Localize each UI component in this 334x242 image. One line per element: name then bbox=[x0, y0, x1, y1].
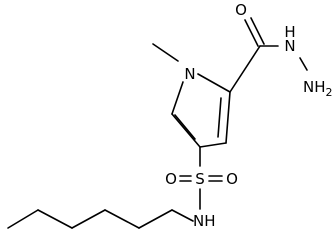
atom-sulfur: S bbox=[195, 170, 205, 188]
bond-nitrogen-hexyl bbox=[171, 209, 194, 222]
bond-hexyl-5 bbox=[7, 209, 39, 229]
atom-ring-nitrogen: N bbox=[184, 65, 195, 83]
atom-sulfonyl-oxygen-left: O bbox=[165, 170, 177, 188]
atom-hydrazide-nh2: NH2 bbox=[303, 78, 333, 99]
bond-carbonyl-oxygen bbox=[244, 19, 259, 47]
bond-c3-c4 bbox=[199, 142, 227, 148]
bond-c2-c3-inner bbox=[217, 97, 222, 138]
bond-hexyl-1 bbox=[138, 209, 173, 229]
bond-c4-c5 bbox=[171, 113, 201, 148]
atom-labels: O N H NH2 N S O O NH bbox=[165, 1, 332, 230]
atom-hydrazide-nh-h: H bbox=[284, 23, 295, 41]
bond-carbonyl-oxygen-second bbox=[250, 17, 265, 45]
atom-sulfonamide-nh: NH bbox=[193, 212, 216, 230]
bond-c2-carbonyl bbox=[229, 45, 261, 93]
bond-hexyl-4 bbox=[37, 209, 73, 229]
atom-carbonyl-oxygen: O bbox=[235, 1, 247, 19]
bond-lines bbox=[7, 17, 308, 229]
bond-hexyl-3 bbox=[71, 209, 106, 229]
bond-n1-c2 bbox=[197, 73, 231, 93]
atom-hydrazide-nh-n: N bbox=[284, 37, 295, 55]
bond-c2-c3 bbox=[225, 91, 231, 144]
atom-hydrazide-nh2-main: NH bbox=[303, 78, 326, 96]
bond-c5-n1 bbox=[171, 81, 184, 115]
bond-c4-c5-inner bbox=[174, 114, 196, 140]
atom-sulfonyl-oxygen-right: O bbox=[226, 170, 238, 188]
atom-hydrazide-nh2-subscript: 2 bbox=[326, 86, 333, 99]
bond-hexyl-2 bbox=[104, 209, 140, 229]
bond-n-methyl bbox=[152, 43, 179, 62]
atom-hydrazide-nh: N H bbox=[284, 23, 295, 55]
bond-nh-nh2 bbox=[299, 57, 308, 71]
